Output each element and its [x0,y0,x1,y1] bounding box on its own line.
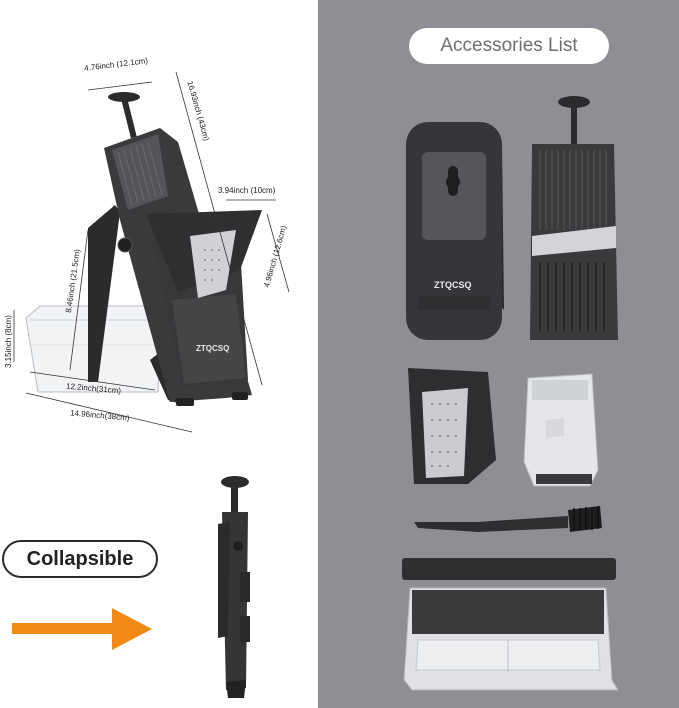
brand-label: ZTQCSQ [196,344,230,353]
accessories-panel: ZTQCSQ [318,0,679,708]
main-body [406,122,504,340]
dim-box-height: 3.15inch (8cm) [4,315,13,368]
accessories-title: Accessories List [409,28,609,64]
arrow-right-icon [12,608,152,650]
clear-container [523,373,599,487]
brand-label-accessory: ZTQCSQ [434,280,472,290]
storage-box [403,587,619,691]
slicer-dimension-drawing [13,71,290,433]
folded-slicer [218,476,250,698]
accessories-drawing [402,96,619,691]
grater-attachment [408,368,496,484]
blade-board [530,96,618,340]
cleaning-brush [414,506,602,532]
dim-container-width: 3.94inch (10cm) [218,186,276,195]
dimensions-panel: 4.76inch (12.1cm) 16.93inch (43cm) 3.94i… [0,0,318,708]
storage-lid [402,558,616,580]
collapsible-label: Collapsible [2,540,158,578]
